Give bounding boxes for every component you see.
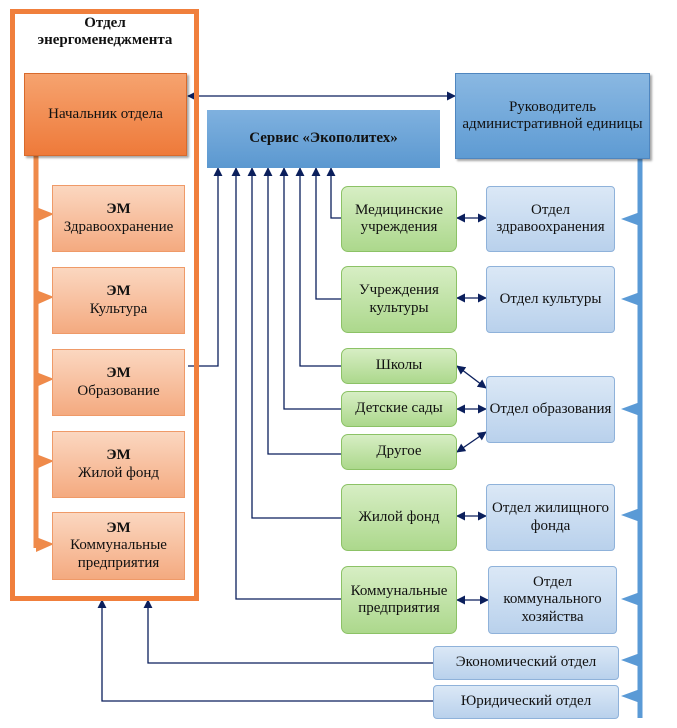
em-healthcare-box[interactable]: ЭМ Здравоохранение — [52, 185, 185, 252]
admin-head-box[interactable]: Руководитель административной единицы — [455, 73, 650, 159]
institution-housing[interactable]: Жилой фонд — [341, 484, 457, 551]
em-abbr: ЭМ — [106, 201, 131, 218]
institution-other[interactable]: Другое — [341, 434, 457, 470]
institution-culture[interactable]: Учреждения культуры — [341, 266, 457, 333]
dept-healthcare[interactable]: Отдел здравоохранения — [486, 186, 615, 252]
service-ecopolitech-box[interactable]: Сервис «Экополитех» — [207, 110, 440, 168]
em-label: Жилой фонд — [77, 464, 160, 481]
em-abbr: ЭМ — [106, 365, 131, 382]
dept-legal[interactable]: Юридический отдел — [433, 685, 619, 719]
em-abbr: ЭМ — [106, 520, 131, 537]
em-housing-box[interactable]: ЭМ Жилой фонд — [52, 431, 185, 498]
em-label: Здравоохранение — [63, 218, 174, 235]
em-education-box[interactable]: ЭМ Образование — [52, 349, 185, 416]
dept-economic[interactable]: Экономический отдел — [433, 646, 619, 680]
em-label: Коммунальные предприятия — [70, 537, 167, 571]
institution-medical[interactable]: Медицинские учреждения — [341, 186, 457, 252]
dept-education[interactable]: Отдел образования — [486, 376, 615, 443]
em-culture-box[interactable]: ЭМ Культура — [52, 267, 185, 334]
dept-communal[interactable]: Отдел коммунального хозяйства — [488, 566, 617, 634]
institution-kindergartens[interactable]: Детские сады — [341, 391, 457, 427]
energy-management-title: Отдел энергоменеджмента — [37, 15, 173, 49]
orange-pointers — [36, 207, 54, 552]
em-label: Культура — [89, 300, 148, 317]
em-abbr: ЭМ — [106, 447, 131, 464]
em-label: Образование — [77, 382, 160, 399]
institution-utilities[interactable]: Коммунальные предприятия — [341, 566, 457, 634]
dept-culture[interactable]: Отдел культуры — [486, 266, 615, 333]
em-utilities-box[interactable]: ЭМ Коммунальные предприятия — [52, 512, 185, 580]
em-abbr: ЭМ — [106, 283, 131, 300]
energy-management-frame — [10, 9, 199, 601]
department-head-box[interactable]: Начальник отдела — [24, 73, 187, 156]
dept-housing[interactable]: Отдел жилищного фонда — [486, 484, 615, 551]
blue-pointers — [621, 212, 640, 703]
institution-schools[interactable]: Школы — [341, 348, 457, 384]
